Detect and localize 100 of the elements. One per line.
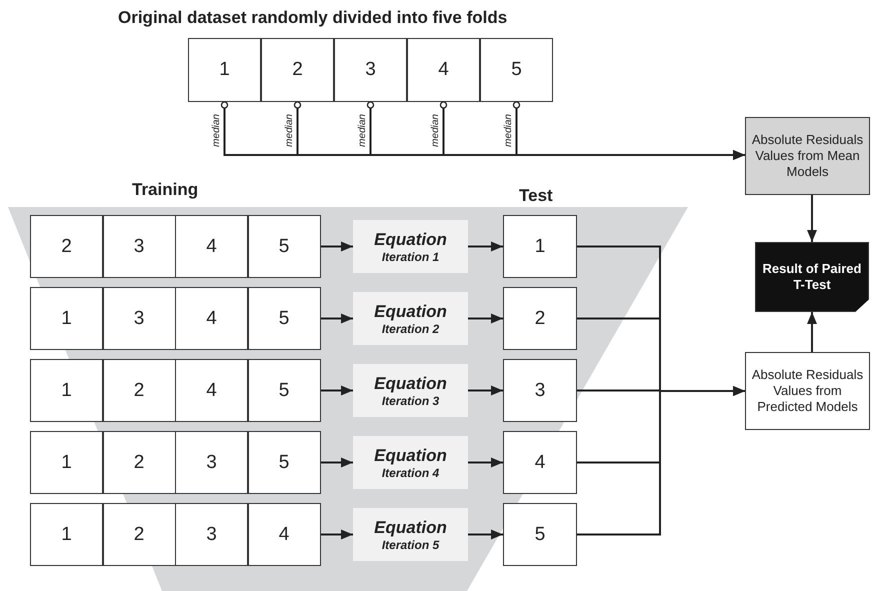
- training-fold-box: [102, 431, 176, 494]
- fold-number: 4: [206, 308, 217, 330]
- arrow: [807, 195, 817, 242]
- arrow: [512, 101, 745, 160]
- fold-number: 4: [438, 59, 449, 81]
- training-fold-box: [175, 503, 248, 566]
- fold-number: 5: [511, 59, 522, 81]
- fold-number: 3: [206, 524, 217, 546]
- arrow: [577, 386, 745, 536]
- predicted-residuals-box: [745, 352, 870, 430]
- equation-label: Equation: [374, 446, 447, 466]
- fold-number: 2: [292, 59, 303, 81]
- training-fold-box: [102, 215, 176, 278]
- mean-residuals-box: [745, 117, 870, 195]
- test-fold-box: [503, 503, 577, 566]
- training-fold-box: [248, 503, 320, 566]
- fold-number: 3: [134, 236, 144, 258]
- edge-label: median: [284, 114, 294, 147]
- fold-number: 2: [134, 524, 144, 546]
- arrow: [468, 314, 503, 324]
- training-fold-box: [30, 359, 103, 422]
- result-box: [755, 242, 869, 312]
- fold-number: 1: [219, 59, 230, 81]
- training-fold-box: [175, 431, 248, 494]
- fold-number: 5: [278, 236, 290, 258]
- fold-number: 1: [61, 452, 72, 474]
- fold-box: [407, 38, 480, 102]
- fold-number: 5: [278, 452, 290, 474]
- training-fold-box: [248, 359, 320, 422]
- equation-label: Equation: [374, 518, 447, 538]
- fold-number: 1: [61, 308, 72, 330]
- training-fold-box: [248, 287, 320, 350]
- fold-box: [188, 38, 261, 102]
- arrow: [807, 312, 817, 352]
- training-fold-box: [30, 503, 103, 566]
- iteration-label: Iteration 5: [382, 538, 440, 552]
- equation-label: Equation: [374, 374, 447, 394]
- training-fold-box: [175, 287, 248, 350]
- arrow: [468, 458, 503, 468]
- training-fold-box: [30, 431, 103, 494]
- training-fold-box: [248, 215, 320, 278]
- fold-number: 4: [206, 380, 217, 402]
- arrow: [320, 458, 353, 468]
- edge-label: median: [212, 114, 222, 147]
- equation-label: Equation: [374, 230, 447, 250]
- arrow: [468, 386, 503, 396]
- fold-number: 5: [534, 524, 546, 546]
- fold-number: 3: [365, 59, 376, 81]
- fold-number: 3: [206, 452, 217, 474]
- fold-number: 3: [534, 380, 546, 402]
- title: Original dataset randomly divided into five folds: [118, 8, 508, 28]
- training-fold-box: [102, 287, 176, 350]
- fold-number: 3: [134, 308, 144, 330]
- box-text: Result of Paired T-Test: [762, 261, 862, 293]
- arrow: [468, 530, 503, 540]
- test-fold-box: [503, 359, 577, 422]
- equation-box: [353, 292, 468, 345]
- iteration-label: Iteration 4: [382, 466, 440, 480]
- fold-number: 1: [61, 524, 72, 546]
- fold-number: 2: [534, 308, 546, 330]
- test-fold-box: [503, 287, 577, 350]
- training-fold-box: [30, 287, 103, 350]
- iteration-label: Iteration 2: [382, 322, 440, 336]
- fold-number: 4: [534, 452, 546, 474]
- training-fold-box: [175, 215, 248, 278]
- edge-label: median: [504, 114, 514, 147]
- test-fold-box: [503, 215, 577, 278]
- arrow: [320, 242, 353, 252]
- equation-label: Equation: [374, 302, 447, 322]
- arrow: [320, 530, 353, 540]
- fold-box: [480, 38, 553, 102]
- fold-number: 4: [206, 236, 217, 258]
- iteration-label: Iteration 1: [382, 250, 440, 264]
- edge-label: median: [358, 114, 368, 147]
- fold-number: 2: [134, 452, 144, 474]
- edge-label: median: [430, 114, 440, 147]
- training-fold-box: [102, 359, 176, 422]
- equation-box: [353, 220, 468, 273]
- fold-box: [261, 38, 334, 102]
- equation-box: [353, 508, 468, 561]
- training-fold-box: [175, 359, 248, 422]
- training-fold-box: [30, 215, 103, 278]
- equation-box: [353, 436, 468, 489]
- box-text: Absolute Residuals Values from Predicted Models: [750, 367, 864, 415]
- arrow: [320, 386, 353, 396]
- iteration-label: Iteration 3: [382, 394, 440, 408]
- fold-number: 5: [278, 380, 290, 402]
- arrow: [468, 242, 503, 252]
- arrow: [320, 314, 353, 324]
- test-fold-box: [503, 431, 577, 494]
- fold-number: 2: [61, 236, 72, 258]
- training-fold-box: [102, 503, 176, 566]
- fold-number: 5: [278, 308, 290, 330]
- equation-box: [353, 364, 468, 417]
- column-heading: Test: [519, 186, 553, 206]
- fold-box: [334, 38, 407, 102]
- fold-number: 1: [534, 236, 546, 258]
- fold-number: 4: [278, 524, 290, 546]
- training-fold-box: [248, 431, 320, 494]
- column-heading: Training: [132, 180, 198, 200]
